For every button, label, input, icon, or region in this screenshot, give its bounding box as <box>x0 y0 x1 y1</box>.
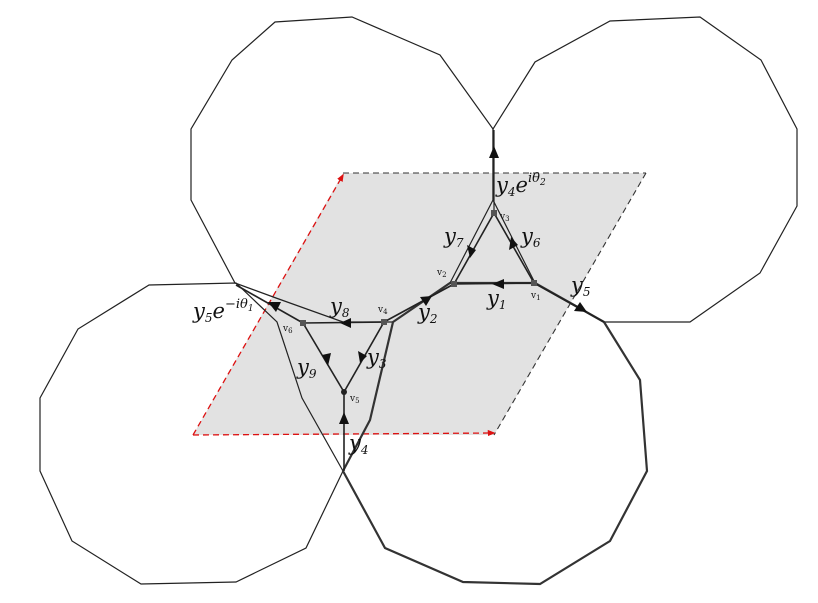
edge-label-y7: y7 <box>443 224 464 250</box>
arrowheads <box>268 146 587 424</box>
edge-label-y6: y6 <box>520 224 541 250</box>
edge-label-y5: y5 <box>570 273 591 299</box>
arrow-y5-phase <box>268 302 281 312</box>
vertex-label-v4: v4 <box>377 305 388 316</box>
lattice-vector-left <box>192 173 344 436</box>
arrow-y1 <box>492 279 504 289</box>
edge-y5 <box>533 282 605 323</box>
vertex-v3-dot <box>491 210 497 216</box>
edge-label-y9: y9 <box>296 355 317 381</box>
phase-label-left: y5e−iθ1 <box>192 297 254 325</box>
vertex-v4-dot <box>381 319 387 325</box>
arrow-y4-bottom <box>339 412 349 424</box>
vertex-v5-dot <box>341 389 347 395</box>
vertex-label-v6: v6 <box>282 324 293 335</box>
vertex-label-v3: v3 <box>499 212 510 223</box>
vertex-v2-dot <box>451 281 457 287</box>
edge-label-y8: y8 <box>329 294 350 320</box>
vertex-label-v2: v2 <box>436 268 447 279</box>
edge-y6 <box>493 212 535 284</box>
vertex-label-v5: v5 <box>349 394 360 405</box>
edge-label-y4: y4 <box>348 431 369 457</box>
edge-label-y2: y2 <box>417 300 438 326</box>
vertex-v6-dot <box>300 320 306 326</box>
arrow-y6 <box>509 237 518 250</box>
arrow-y3 <box>358 351 367 363</box>
edge-label-y1: y1 <box>486 286 507 312</box>
arrow-y8 <box>340 318 351 328</box>
arrow-y4-top <box>489 146 499 158</box>
edge-label-y3: y3 <box>366 345 387 371</box>
vertex-dots <box>300 210 537 395</box>
edge-y7 <box>453 212 495 285</box>
dodecagon-bottom-left <box>39 282 344 585</box>
vertex-v1-dot <box>531 280 537 286</box>
arrow-y2 <box>420 296 432 306</box>
dodecagon-bottom-right <box>341 281 649 586</box>
arrow-y5 <box>574 302 587 312</box>
arrow-y7 <box>467 245 476 258</box>
edge-y5-phase <box>235 284 304 324</box>
edge-y2 <box>383 283 455 323</box>
arrow-y9 <box>322 353 331 366</box>
vertex-label-v1: v1 <box>530 291 541 302</box>
phase-label-top: y4eiθ2 <box>495 171 546 199</box>
